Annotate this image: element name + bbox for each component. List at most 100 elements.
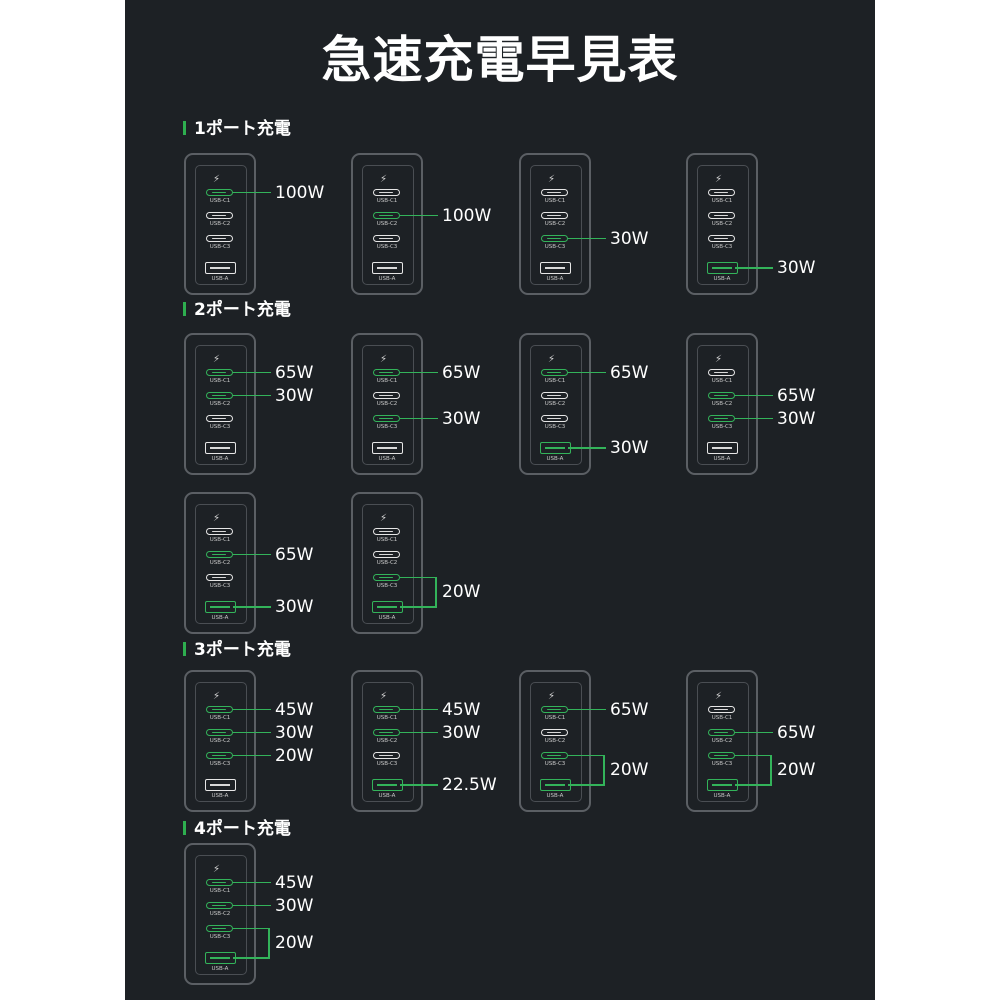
section-title: 4ポート充電 [183,818,291,840]
port-label: USB-C2 [711,221,733,227]
port-label: USB-C1 [209,198,231,204]
usb-c-port-icon [206,392,233,399]
wattage-label: 65W [777,385,816,406]
usb-c-port-icon [541,369,568,376]
wattage-label: 30W [275,895,314,916]
leader-line [233,957,269,959]
port-label: USB-C3 [376,244,398,250]
lightning-icon: ⚡ [548,691,556,702]
usb-c-port-icon [541,706,568,713]
lightning-icon: ⚡ [548,174,556,185]
port-label: USB-A [713,793,731,799]
section-title-text: 1ポート充電 [194,119,291,139]
port-label: USB-C1 [209,537,231,543]
wattage-label: 30W [442,722,481,743]
bracket-line [268,927,270,959]
section-title-text: 3ポート充電 [194,640,291,660]
lightning-icon: ⚡ [380,513,388,524]
section-marker [183,302,186,316]
usb-a-port-icon [372,442,403,454]
lightning-icon: ⚡ [715,174,723,185]
wattage-label: 30W [610,228,649,249]
charger-body [351,153,423,295]
port-label: USB-C1 [376,378,398,384]
usb-c-port-icon [373,235,400,242]
usb-c-port-icon [541,189,568,196]
port-label: USB-A [211,966,229,972]
port-label: USB-C1 [544,715,566,721]
port-label: USB-C3 [376,424,398,430]
leader-line [233,881,271,884]
port-label: USB-C3 [711,244,733,250]
usb-c-port-icon [708,706,735,713]
usb-c-port-icon [206,189,233,196]
usb-a-port-icon [205,601,236,613]
port-label: USB-C3 [209,424,231,430]
usb-a-port-icon [707,442,738,454]
port-label: USB-C1 [209,378,231,384]
leader-line [233,904,271,907]
usb-c-port-icon [206,528,233,535]
leader-line [400,417,438,420]
section-marker [183,642,186,656]
leader-line [233,731,271,734]
usb-c-port-icon [206,574,233,581]
port-label: USB-C1 [376,198,398,204]
port-label: USB-A [546,793,564,799]
section-title: 1ポート充電 [183,118,291,140]
usb-c-port-icon [206,729,233,736]
wattage-label: 20W [777,760,816,781]
usb-c-port-icon [373,189,400,196]
usb-c-port-icon [373,551,400,558]
charger-face [362,682,414,802]
section-title-text: 4ポート充電 [194,819,291,839]
charger-body [351,670,423,812]
wattage-label: 20W [442,582,481,603]
port-label: USB-C1 [544,378,566,384]
usb-a-port-icon [707,779,738,791]
charger-body [184,670,256,812]
charger-face [530,165,582,285]
usb-c-port-icon [708,212,735,219]
charger-face [195,345,247,465]
port-label: USB-C2 [209,911,231,917]
port-label: USB-C1 [711,715,733,721]
section-marker [183,121,186,135]
wattage-label: 22.5W [442,775,497,795]
section-title-text: 2ポート充電 [194,300,291,320]
leader-line [400,731,438,734]
port-label: USB-C2 [209,738,231,744]
port-label: USB-A [211,615,229,621]
port-label: USB-A [211,456,229,462]
usb-c-port-icon [206,212,233,219]
port-label: USB-A [211,793,229,799]
port-label: USB-C1 [209,888,231,894]
port-label: USB-C2 [376,560,398,566]
charger-face [530,345,582,465]
usb-c-port-icon [206,752,233,759]
leader-line [568,754,604,757]
wattage-label: 20W [275,745,314,766]
usb-c-port-icon [541,235,568,242]
charger-face [697,682,749,802]
charger-face [195,682,247,802]
port-label: USB-C2 [544,738,566,744]
port-label: USB-C2 [376,401,398,407]
port-label: USB-A [211,276,229,282]
usb-c-port-icon [541,415,568,422]
wattage-label: 30W [275,385,314,406]
wattage-label: 65W [275,362,314,383]
charger-face [362,165,414,285]
usb-a-port-icon [205,779,236,791]
port-label: USB-C2 [376,738,398,744]
usb-c-port-icon [373,392,400,399]
charger-face [362,345,414,465]
port-label: USB-C1 [376,537,398,543]
port-label: USB-C3 [376,583,398,589]
